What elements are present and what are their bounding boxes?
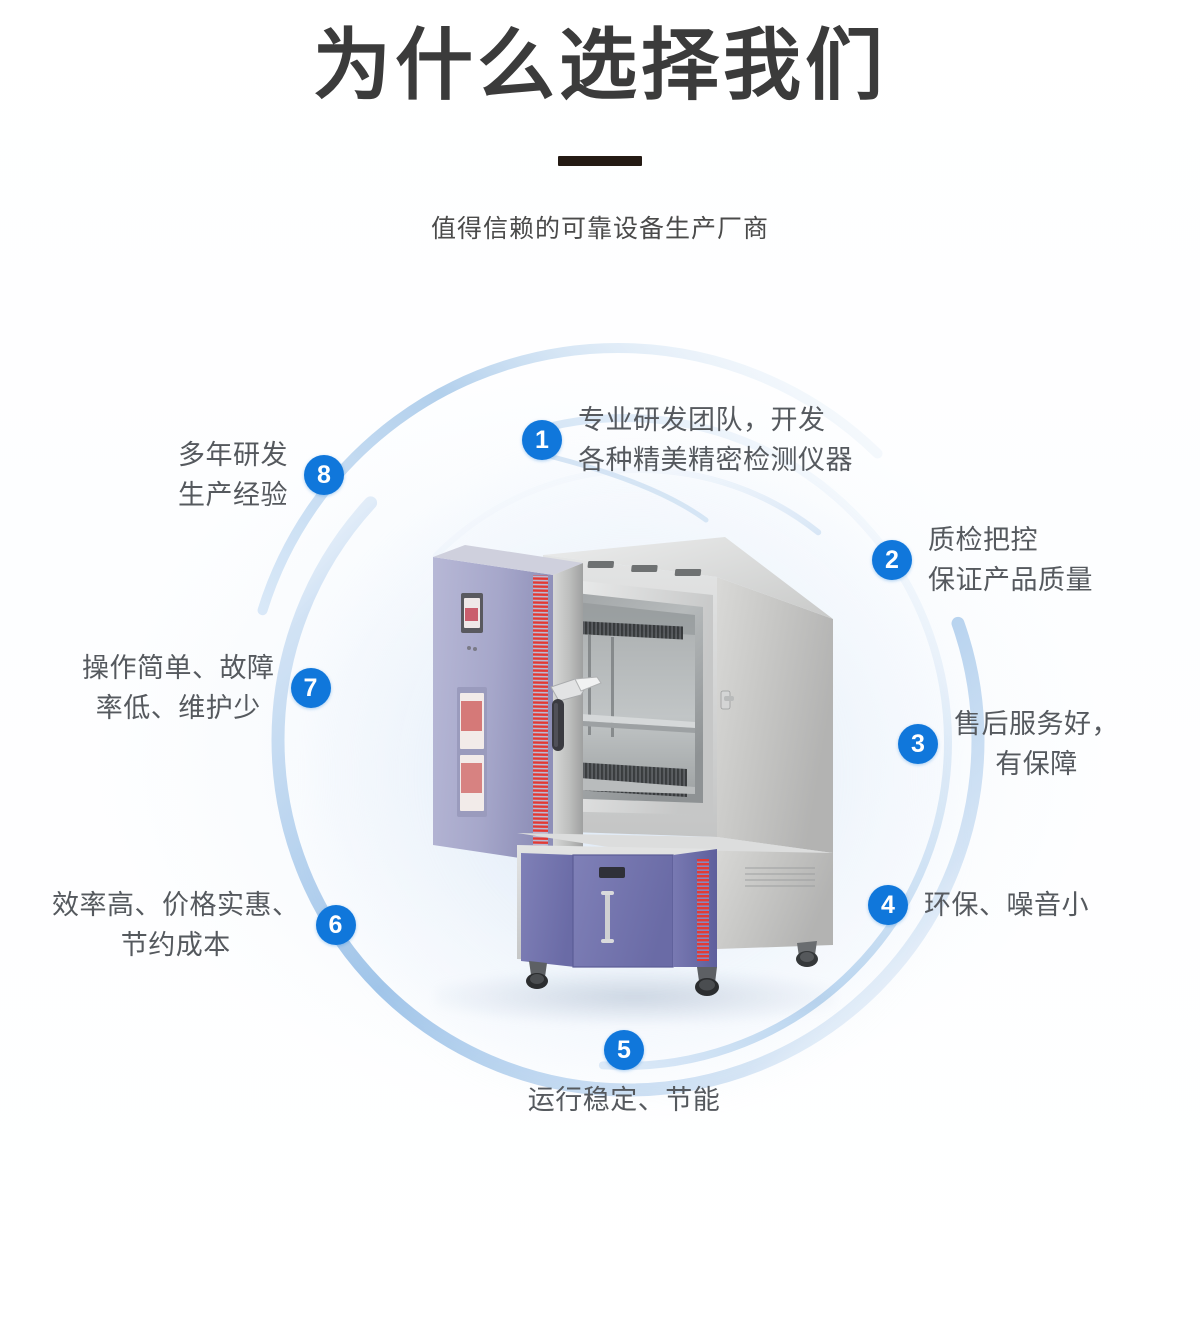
feature-line: 售后服务好， [954, 709, 1119, 739]
feature-line: 效率高、价格实惠、 [52, 890, 300, 920]
feature-item-6[interactable]: 6 效率高、价格实惠、 节约成本 [52, 885, 356, 965]
feature-text-3: 售后服务好， 有保障 [954, 704, 1119, 784]
caster-wheel [526, 961, 548, 989]
caster-wheel [695, 967, 719, 996]
feature-line: 率低、维护少 [95, 693, 261, 723]
base-right-panel [717, 837, 833, 949]
feature-line: 环保、噪音小 [924, 890, 1089, 920]
door-edge [553, 563, 583, 863]
base-left-panel [521, 853, 575, 967]
feature-item-7[interactable]: 7 操作简单、故障 率低、维护少 [82, 648, 331, 728]
control-display [461, 593, 483, 651]
feature-line: 运行稳定、节能 [527, 1085, 721, 1115]
feature-text-6: 效率高、价格实惠、 节约成本 [52, 885, 300, 965]
control-panel-lower [457, 687, 487, 817]
header: 为什么选择我们 值得信赖的可靠设备生产厂商 [0, 0, 1200, 246]
product-shadow [435, 970, 835, 1024]
chamber-top-vents [587, 561, 702, 576]
feature-badge-8: 8 [304, 455, 344, 495]
feature-line: 有保障 [995, 749, 1078, 779]
interior-top-heater [577, 620, 683, 640]
base-side-vents [745, 867, 815, 887]
door-top-bevel [433, 545, 583, 575]
feature-item-1[interactable]: 1 专业研发团队，开发 各种精美精密检测仪器 [522, 400, 853, 480]
feature-item-5[interactable]: 5 运行稳定、节能 [500, 1030, 748, 1120]
feature-line: 质检把控 [928, 525, 1038, 555]
chamber-right-panel [717, 577, 833, 853]
feature-text-2: 质检把控 保证产品质量 [928, 520, 1093, 600]
feature-badge-5: 5 [604, 1030, 644, 1070]
caster-wheel [796, 941, 818, 967]
page-title: 为什么选择我们 [312, 21, 887, 109]
interior-shelf [567, 713, 695, 728]
feature-line: 保证产品质量 [928, 565, 1093, 595]
feature-badge-4: 4 [868, 885, 908, 925]
feature-text-5: 运行稳定、节能 [528, 1080, 721, 1120]
base-drawer-handle [605, 891, 610, 943]
feature-line: 各种精美精密检测仪器 [578, 445, 853, 475]
feature-item-4[interactable]: 4 环保、噪音小 [868, 885, 1089, 925]
test-chamber-illustration [433, 537, 833, 996]
page-subtitle: 值得信赖的可靠设备生产厂商 [430, 215, 769, 243]
feature-text-7: 操作简单、故障 率低、维护少 [82, 648, 275, 728]
feature-line: 节约成本 [120, 930, 231, 960]
feature-badge-1: 1 [522, 420, 562, 460]
feature-badge-6: 6 [315, 905, 356, 945]
product-image [305, 445, 965, 1105]
door-handle [550, 676, 602, 751]
feature-badge-2: 2 [872, 540, 912, 580]
feature-text-1: 专业研发团队，开发 各种精美精密检测仪器 [578, 400, 853, 480]
cabinet-side-latch [720, 690, 734, 710]
base-red-stripe [697, 859, 709, 961]
door-red-stripe [533, 575, 548, 858]
feature-item-3[interactable]: 3 售后服务好， 有保障 [898, 704, 1119, 784]
feature-text-8: 多年研发 生产经验 [178, 435, 288, 515]
base-top-ledge [517, 833, 833, 853]
title-divider [558, 156, 642, 166]
feature-line: 多年研发 [178, 440, 288, 470]
base-right-purple [673, 849, 717, 967]
chamber-top-panel [543, 537, 833, 619]
chamber-interior [567, 601, 695, 794]
feature-line: 生产经验 [178, 480, 288, 510]
feature-line: 操作简单、故障 [82, 653, 275, 683]
feature-badge-7: 7 [290, 668, 331, 708]
feature-badge-3: 3 [898, 724, 938, 764]
feature-text-4: 环保、噪音小 [924, 885, 1089, 925]
feature-line: 专业研发团队，开发 [578, 405, 826, 435]
feature-item-8[interactable]: 8 多年研发 生产经验 [178, 435, 344, 515]
base-drawer-label [599, 867, 625, 878]
feature-item-2[interactable]: 2 质检把控 保证产品质量 [872, 520, 1093, 600]
